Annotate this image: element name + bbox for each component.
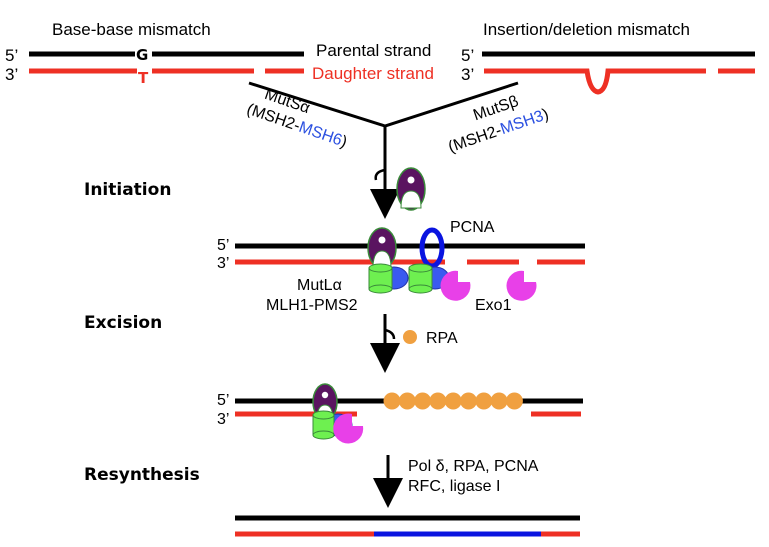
top-left-5prime: 5’ [5, 46, 18, 65]
binding-hook-1 [374, 168, 386, 181]
base-t: T [138, 69, 149, 87]
base-g: G [136, 46, 148, 64]
rpa-bead [414, 392, 432, 410]
mutS-alpha-label: MutSα (MSH2-MSH6) [244, 86, 349, 151]
right-heading: Insertion/deletion mismatch [483, 20, 690, 39]
exo1-icon-2 [506, 270, 537, 301]
parental-strand-label: Parental strand [316, 41, 431, 60]
top-right-5prime: 5’ [461, 46, 474, 65]
daughter-strand-label: Daughter strand [312, 64, 434, 83]
rpa-bead [490, 392, 508, 410]
exo1-icon-1 [440, 270, 471, 301]
resynthesis-factors-1: Pol δ, RPA, PCNA [408, 458, 539, 475]
rpa-bead [475, 392, 493, 410]
rpa-bead [505, 392, 523, 410]
daughter-strand-right-loop [484, 68, 706, 95]
excision-5prime: 5’ [217, 237, 229, 254]
mutL-name: MutLα [297, 277, 342, 294]
stage-initiation: Initiation [84, 180, 171, 200]
resynthesis-factors-2: RFC, ligase I [408, 478, 500, 495]
mutS-on-dna [367, 227, 397, 269]
excision-3prime: 3’ [217, 255, 229, 272]
rpa-bead [398, 392, 416, 410]
rpa-icon [403, 330, 417, 344]
rpa-bead [383, 392, 401, 410]
exo1-remaining-icon [333, 413, 364, 444]
rpa-bead [444, 392, 462, 410]
rpa-bead [460, 392, 477, 410]
mutS-clamp-free [396, 167, 426, 211]
pcna-ring-icon [419, 227, 445, 269]
mutL-complex-1 [368, 263, 409, 294]
stage-excision: Excision [84, 313, 162, 333]
rpa-bead [429, 392, 447, 410]
gap-3prime: 3’ [217, 411, 229, 428]
exo1-label: Exo1 [475, 297, 512, 314]
gap-5prime: 5’ [217, 392, 229, 409]
rpa-beads [383, 392, 523, 410]
mutL-subunits: MLH1-PMS2 [266, 297, 358, 314]
binding-hook-2 [384, 328, 396, 340]
pcna-label: PCNA [450, 219, 495, 236]
stage-resynthesis: Resynthesis [84, 465, 200, 485]
rpa-label: RPA [426, 330, 458, 347]
top-left-3prime: 3’ [5, 65, 18, 84]
top-right-3prime: 3’ [461, 65, 474, 84]
mutS-beta-label: MutSβ (MSH2-MSH3) [446, 93, 551, 156]
left-heading: Base-base mismatch [52, 20, 211, 39]
